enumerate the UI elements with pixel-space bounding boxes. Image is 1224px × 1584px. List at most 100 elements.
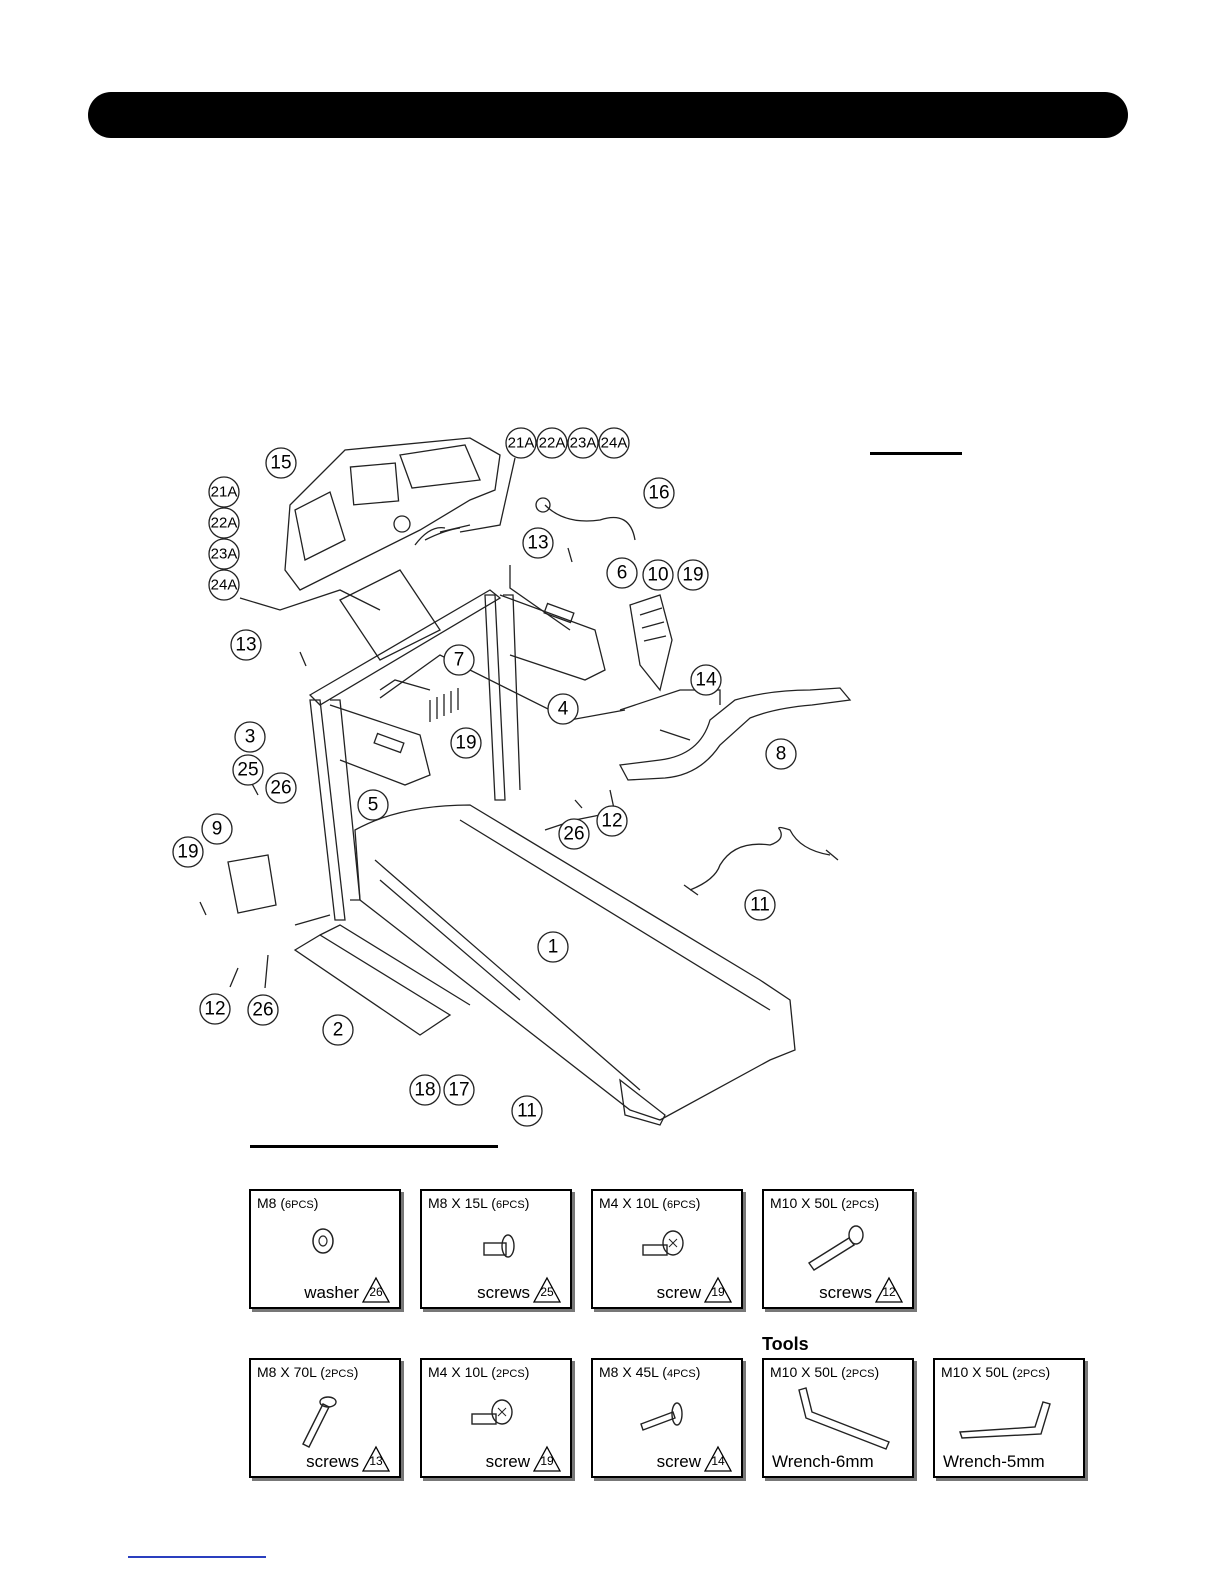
part-number-triangle: 19 <box>532 1445 562 1472</box>
callout-26: 26 <box>252 1000 273 1021</box>
hardware-part-number: 25 <box>540 1285 554 1299</box>
callout-12: 12 <box>204 999 225 1020</box>
callout-16: 16 <box>648 483 669 504</box>
callout-15: 15 <box>270 453 291 474</box>
bolt-icon <box>640 1402 683 1431</box>
callout-5: 5 <box>368 795 379 816</box>
section-underline <box>870 452 962 455</box>
hex-wrench-icon <box>959 1401 1051 1439</box>
tool-name: Wrench-6mm <box>772 1452 874 1471</box>
tools-heading: Tools <box>762 1334 809 1354</box>
hardware-part-number: 12 <box>882 1285 896 1299</box>
hardware-spec: M4 X 10L <box>428 1364 488 1380</box>
callout-21a: 21A <box>211 484 238 501</box>
part-number-triangle: 14 <box>703 1445 733 1472</box>
safety-key-drawing <box>544 504 636 541</box>
left-cover-drawing <box>227 854 277 914</box>
callout-10: 10 <box>647 565 668 586</box>
hardware-part-number: 26 <box>369 1285 383 1299</box>
hardware-item-name: screw <box>656 1452 701 1471</box>
upright-left-drawing <box>309 699 346 921</box>
screw-icon <box>642 1230 684 1256</box>
callout-24a: 24A <box>211 577 238 594</box>
hardware-qty: 6PCS <box>285 1199 314 1211</box>
callout-19: 19 <box>455 733 476 754</box>
bolt-icon <box>483 1234 515 1258</box>
part-number-triangle: 12 <box>874 1276 904 1303</box>
tool-spec: M10 X 50L <box>941 1364 1009 1380</box>
callout-22a: 22A <box>211 515 238 532</box>
callout-24a: 24A <box>601 435 628 452</box>
base-drawing <box>293 934 452 1036</box>
hardware-spec: M4 X 10L <box>599 1195 659 1211</box>
exploded-parts-diagram: 15 16 13 6 10 19 13 7 14 4 3 19 8 25 26 … <box>172 427 852 1127</box>
hardware-qty: 6PCS <box>666 1199 696 1211</box>
callout-13: 13 <box>235 635 256 656</box>
bolt-icon <box>807 1225 864 1271</box>
hardware-item-name: washer <box>304 1283 359 1302</box>
hardware-item-name: screw <box>656 1283 701 1302</box>
hardware-heading-rule <box>250 1145 498 1148</box>
callout-26: 26 <box>563 824 584 845</box>
callout-9: 9 <box>212 819 223 840</box>
hardware-box-screw-19b: M4 X 10L (2PCS) screw 19 <box>420 1358 572 1478</box>
callout-23a: 23A <box>211 546 238 563</box>
callout-6: 6 <box>617 563 628 584</box>
power-cord-drawing <box>689 826 831 891</box>
hardware-part-number: 13 <box>369 1454 383 1468</box>
callout-3: 3 <box>245 727 256 748</box>
console-drawing <box>284 437 501 591</box>
hardware-spec: M10 X 50L <box>770 1195 838 1211</box>
callout-25: 25 <box>237 760 258 781</box>
hardware-qty: 4PCS <box>666 1368 696 1380</box>
handle-bar-drawing <box>618 687 852 781</box>
part-number-triangle: 25 <box>532 1276 562 1303</box>
hardware-part-number: 19 <box>711 1285 725 1299</box>
tool-box-wrench-6mm: M10 X 50L (2PCS) Wrench-6mm <box>762 1358 914 1478</box>
upright-right-drawing <box>484 594 506 801</box>
hardware-qty: 2PCS <box>845 1199 875 1211</box>
part-number-triangle: 13 <box>361 1445 391 1472</box>
callout-4: 4 <box>558 699 569 720</box>
callout-18: 18 <box>414 1080 435 1101</box>
hardware-box-screws-12: M10 X 50L (2PCS) screws 12 <box>762 1189 914 1309</box>
hardware-spec: M8 X 15L <box>428 1195 488 1211</box>
callout-11: 11 <box>750 895 770 916</box>
callout-12: 12 <box>601 811 622 832</box>
handrail-left-drawing <box>329 704 431 786</box>
callout-23a: 23A <box>570 435 597 452</box>
hardware-spec: M8 X 70L <box>257 1364 317 1380</box>
washer-icon <box>312 1228 334 1254</box>
long-screw-icon <box>302 1396 337 1448</box>
callout-8: 8 <box>776 744 787 765</box>
hardware-box-screws-25: M8 X 15L (6PCS) screws 25 <box>420 1189 572 1309</box>
tool-qty: 2PCS <box>845 1368 875 1380</box>
callout-22a: 22A <box>539 435 566 452</box>
part-number-triangle: 19 <box>703 1276 733 1303</box>
tool-name: Wrench-5mm <box>943 1452 1045 1471</box>
hardware-item-name: screw <box>485 1452 530 1471</box>
hardware-box-screw-14: M8 X 45L (4PCS) screw 14 <box>591 1358 743 1478</box>
screw-icon <box>471 1399 513 1425</box>
hardware-item-name: screws <box>306 1452 359 1471</box>
tool-box-wrench-5mm: M10 X 50L (2PCS) Wrench-5mm <box>933 1358 1085 1478</box>
section-title-bar <box>88 92 1128 138</box>
callout-19: 19 <box>682 565 703 586</box>
callout-14: 14 <box>695 670 717 691</box>
callout-17: 17 <box>448 1080 469 1101</box>
hardware-spec: M8 <box>257 1195 277 1211</box>
hardware-qty: 2PCS <box>324 1368 354 1380</box>
callout-11: 11 <box>517 1101 537 1122</box>
handrail-right-drawing <box>499 594 606 681</box>
part-number-triangle: 26 <box>361 1276 391 1303</box>
hardware-box-screws-13: M8 X 70L (2PCS) screws 13 <box>249 1358 401 1478</box>
hardware-part-number: 14 <box>711 1454 725 1468</box>
callout-19: 19 <box>177 842 198 863</box>
hardware-qty: 6PCS <box>495 1199 525 1211</box>
hex-wrench-icon <box>798 1387 890 1450</box>
hardware-item-name: screws <box>819 1283 872 1302</box>
hardware-spec: M8 X 45L <box>599 1364 659 1380</box>
tool-qty: 2PCS <box>1016 1368 1046 1380</box>
deck-drawing <box>354 804 796 1121</box>
right-cover-drawing <box>629 594 673 692</box>
